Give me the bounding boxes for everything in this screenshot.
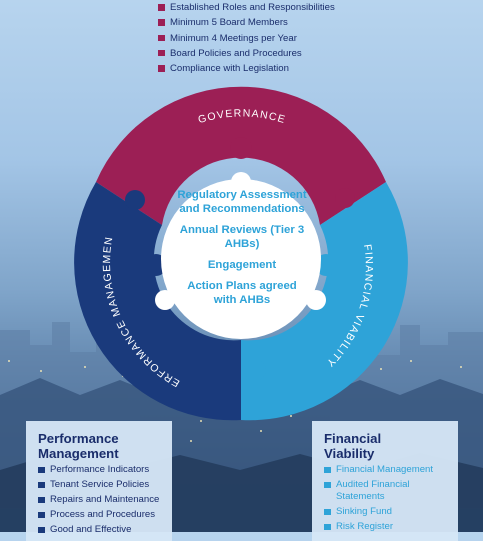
financial-item: Audited Financial Statements bbox=[324, 479, 446, 503]
governance-item: Minimum 4 Meetings per Year bbox=[158, 31, 335, 46]
puzzle-knob bbox=[306, 290, 326, 310]
financial-item: Financial Management bbox=[324, 464, 446, 476]
financial-item: Sinking Fund bbox=[324, 506, 446, 518]
performance-item: Repairs and Maintenance bbox=[38, 494, 160, 506]
puzzle-knob bbox=[231, 172, 251, 192]
performance-item: Good and Effective bbox=[38, 524, 160, 536]
puzzle-knob bbox=[125, 190, 145, 210]
governance-item: Compliance with Legislation bbox=[158, 61, 335, 76]
governance-item: Established Roles and Responsibilities bbox=[158, 0, 335, 15]
center-item-action-plans: Action Plans agreed with AHBs bbox=[187, 279, 297, 306]
center-item-assessment: Regulatory Assessment and Recommendation… bbox=[177, 189, 307, 216]
financial-viability-panel: Financial Viability Financial Management… bbox=[312, 421, 458, 541]
center-activities: Regulatory Assessment and Recommendation… bbox=[176, 188, 308, 313]
governance-item: Minimum 5 Board Members bbox=[158, 15, 335, 30]
center-item-engagement: Engagement bbox=[207, 258, 277, 271]
governance-item: Board Policies and Procedures bbox=[158, 46, 335, 61]
performance-item: Process and Procedures bbox=[38, 509, 160, 521]
performance-item: Performance Indicators bbox=[38, 464, 160, 476]
performance-item: Tenant Service Policies bbox=[38, 479, 160, 491]
governance-criteria-list: Established Roles and Responsibilities M… bbox=[158, 0, 335, 76]
center-disc bbox=[161, 179, 321, 339]
financial-item: Risk Register bbox=[324, 521, 446, 533]
financial-panel-title: Financial Viability bbox=[324, 431, 382, 461]
puzzle-knob bbox=[244, 359, 266, 381]
performance-management-panel: Performance Management Performance Indic… bbox=[26, 421, 172, 541]
puzzle-knob bbox=[155, 290, 175, 310]
puzzle-knob bbox=[230, 137, 252, 159]
center-item-annual-reviews: Annual Reviews (Tier 3 AHBs) bbox=[179, 223, 305, 251]
puzzle-knob bbox=[335, 188, 355, 208]
performance-panel-title: Performance Management bbox=[38, 431, 119, 461]
